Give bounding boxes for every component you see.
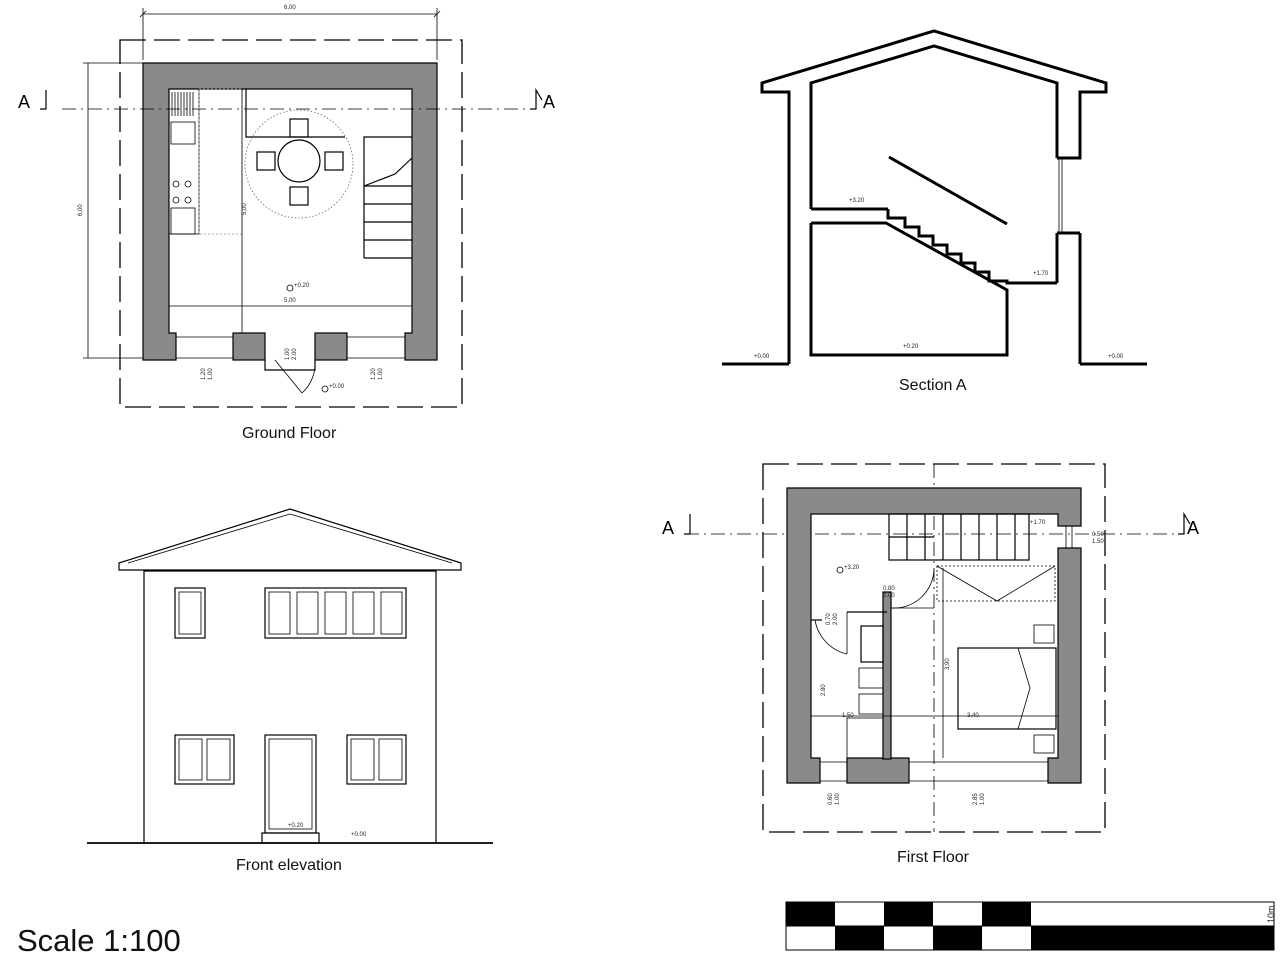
scale-bar-10m: 10m <box>1266 905 1276 923</box>
ground-window-left-width: 1.20 <box>201 368 207 380</box>
ground-floor-overall-width: 6,00 <box>284 5 296 11</box>
section-a: +3.20 +1.70 +0.20 +0.00 +0.00 <box>722 29 1147 366</box>
first-section-marker-left: A <box>662 518 674 538</box>
bedroom-door-height: 2.00 <box>883 593 895 599</box>
ground-section-marker-left: A <box>18 92 30 112</box>
elevation-window-lower-left <box>174 734 235 785</box>
section-handrail <box>888 155 1008 226</box>
bedroom-depth: 3,90 <box>945 658 951 670</box>
kitchen-sink-drainer <box>171 92 194 116</box>
ground-outside-level: +0.00 <box>329 384 345 390</box>
bath-door-width: 0.70 <box>826 613 832 625</box>
elevation-walls <box>143 570 437 843</box>
bedroom-door-width: 0.80 <box>883 586 895 592</box>
bath-door-height: 2.00 <box>833 613 839 625</box>
bedroom-bed <box>957 624 1057 754</box>
ground-door-height: 2.00 <box>292 348 298 360</box>
bedroom-window-width: 2.85 <box>973 793 979 805</box>
first-floor-landing-level: +1.70 <box>1030 520 1046 526</box>
section-level-landing: +1.70 <box>1033 271 1049 277</box>
ground-floor-caption: Ground Floor <box>242 425 337 442</box>
bedroom-door <box>890 568 935 609</box>
scale-title: Scale 1:100 <box>17 923 181 958</box>
dining-chair <box>289 118 309 138</box>
bath-washbasin <box>860 625 884 663</box>
kitchen-fridge <box>170 207 196 235</box>
section-caption: Section A <box>899 377 967 394</box>
scale-bar-5m: 5m <box>1023 938 1032 949</box>
dining-chair <box>256 151 276 171</box>
bedroom-wardrobe <box>936 565 1056 602</box>
bath-window-height: 1.00 <box>835 793 841 805</box>
elevation-door <box>261 734 320 844</box>
section-level-ground-left: +0.00 <box>754 354 770 360</box>
ground-floor-staircase <box>363 136 413 259</box>
first-floor-level: +3.20 <box>844 565 860 571</box>
elevation-ground-level: +0.00 <box>351 832 367 838</box>
bath-wc <box>858 667 884 689</box>
elevation-window-small <box>174 587 206 639</box>
first-section-marker-right: A <box>1187 518 1199 538</box>
dining-chair <box>289 186 309 206</box>
section-level-ground-right: +0.00 <box>1108 354 1124 360</box>
first-floor-plan: A A <box>662 463 1199 833</box>
ground-window-right-width: 1.20 <box>371 368 377 380</box>
dining-chair <box>324 151 344 171</box>
ground-floor-plan: 6,00 6,00 A A <box>18 5 555 408</box>
ground-floor-walls <box>142 62 438 361</box>
entrance-door <box>264 359 316 394</box>
dining-area <box>244 109 354 219</box>
ground-floor-level: +0.20 <box>294 283 310 289</box>
ground-section-marker-right: A <box>543 92 555 112</box>
ground-door-width: 1.00 <box>285 348 291 360</box>
kitchen-sink <box>170 121 196 145</box>
ground-floor-inner-width: 5,00 <box>284 298 296 304</box>
section-outer-roof <box>760 29 1108 364</box>
first-floor-staircase <box>888 513 1030 561</box>
first-window-top-height: 1.50 <box>1092 539 1104 545</box>
first-floor-walls <box>786 487 1082 784</box>
section-level-floor: +0.20 <box>903 344 919 350</box>
ground-floor-site-boundary <box>119 39 463 408</box>
front-elevation-caption: Front elevation <box>236 857 342 874</box>
bath-depth: 2.80 <box>821 684 827 696</box>
bedroom-width: 3,40 <box>967 713 979 719</box>
bedroom-window-height: 1.00 <box>980 793 986 805</box>
elevation-window-ribbon <box>264 587 407 639</box>
elevation-roof <box>118 508 462 571</box>
ground-floor-inner-depth: 5,00 <box>242 203 248 215</box>
dining-table <box>277 139 321 183</box>
front-elevation: +0.20 +0.00 <box>87 508 493 844</box>
bath-width: 1,50 <box>842 713 854 719</box>
first-floor-caption: First Floor <box>897 849 969 866</box>
first-window-top-width: 0.50 <box>1092 532 1104 538</box>
kitchen-hob <box>172 180 192 204</box>
elevation-window-lower-right <box>346 734 407 785</box>
elevation-door-level: +0.20 <box>288 823 304 829</box>
section-inner-roof <box>809 44 1059 209</box>
section-level-upper: +3.20 <box>849 198 865 204</box>
bath-window-width: 0.60 <box>828 793 834 805</box>
bath-shower <box>858 693 884 715</box>
bath-door-swing <box>814 612 848 655</box>
ground-window-left-height: 1.00 <box>208 368 214 380</box>
scale-bar: 5m 10m <box>785 901 1276 951</box>
ground-floor-overall-depth: 6,00 <box>78 204 84 216</box>
ground-window-right-height: 1.00 <box>378 368 384 380</box>
